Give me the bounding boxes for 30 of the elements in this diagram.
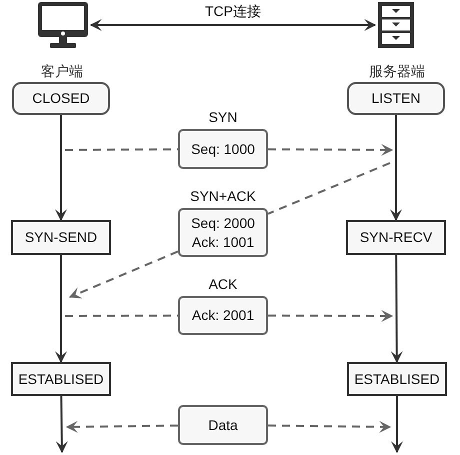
state-box: CLOSED: [12, 82, 110, 115]
dashed-arrow: [268, 420, 392, 433]
message-box: Seq: 2000 Ack: 1001: [178, 208, 268, 257]
dashed-arrow: [66, 420, 178, 433]
caption-text: 客户端: [40, 63, 84, 81]
state-box: ESTABLISED: [347, 362, 447, 396]
arrow: [391, 396, 403, 454]
message-box: Ack: 2001: [178, 296, 268, 335]
message-label: ACK: [208, 276, 238, 292]
message-box: Data: [178, 405, 268, 445]
message-box: Seq: 1000: [178, 129, 268, 169]
arrow: [390, 255, 403, 364]
caption-text: 服务器端: [368, 63, 426, 81]
state-box: SYN-SEND: [11, 220, 111, 255]
arrow: [55, 255, 67, 364]
state-box: SYN-RECV: [346, 220, 446, 255]
dashed-line: [268, 162, 390, 215]
dashed-arrow: [268, 310, 394, 322]
arrow: [56, 396, 68, 454]
state-box: LISTEN: [347, 82, 445, 115]
arrow: [90, 19, 376, 31]
dashed-arrow: [268, 144, 394, 156]
message-label: SYN: [208, 109, 238, 125]
message-label: SYN+ACK: [189, 188, 257, 204]
arrow: [390, 115, 402, 222]
dashed-arrow: [68, 250, 178, 298]
dashed-line: [65, 148, 178, 151]
dashed-line: [65, 314, 178, 317]
state-box: ESTABLISED: [11, 362, 111, 396]
arrow: [55, 115, 67, 222]
